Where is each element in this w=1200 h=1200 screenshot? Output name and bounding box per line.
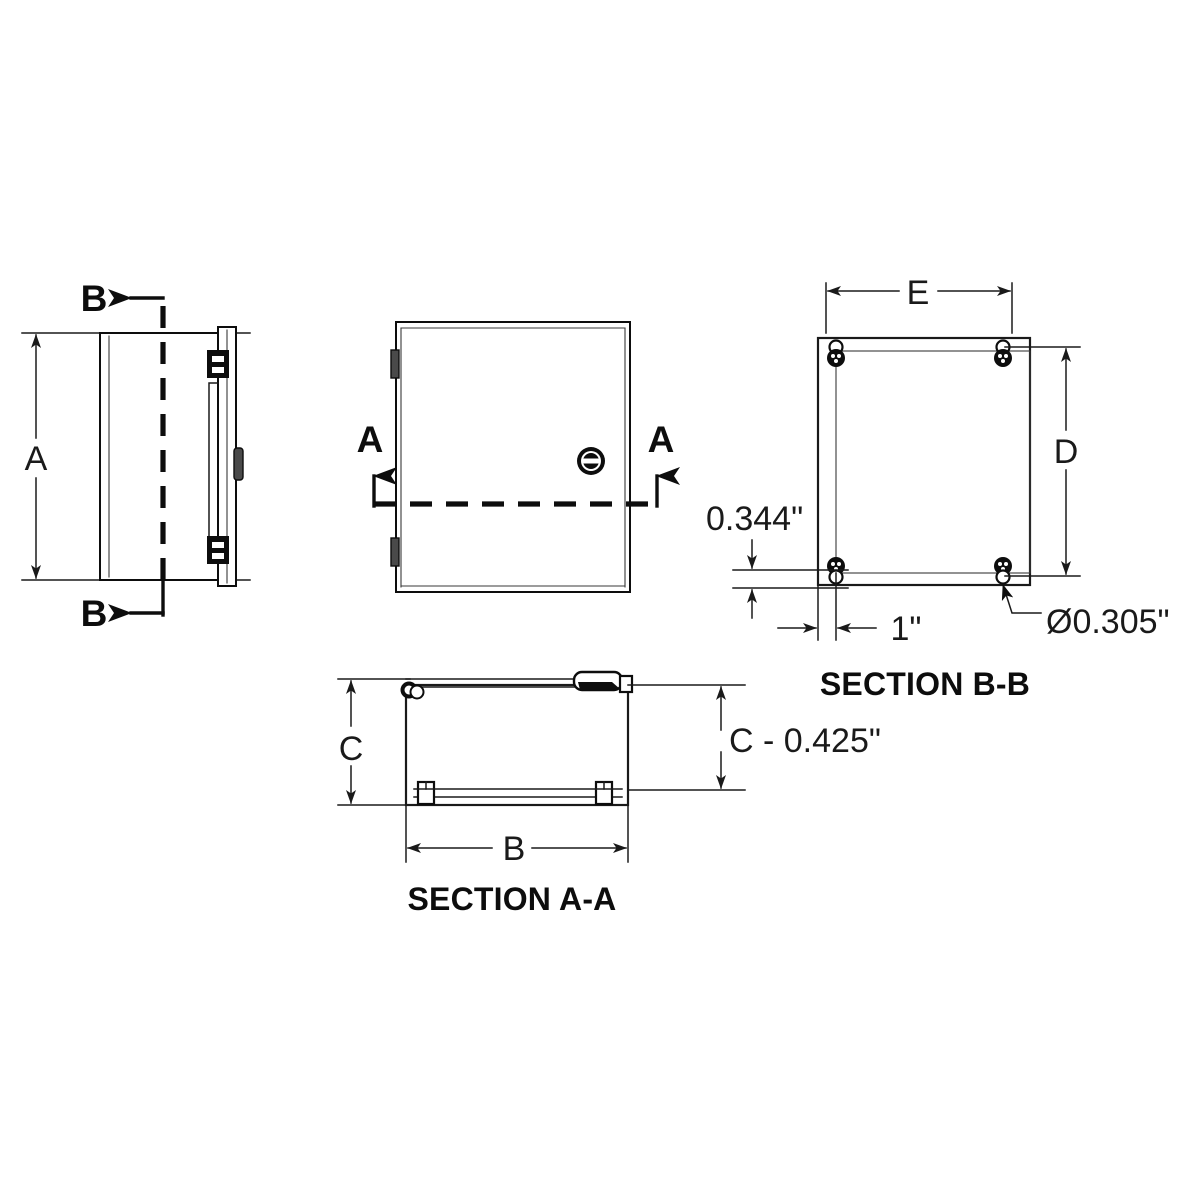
section-bb-stud-bottom-right [994, 557, 1012, 585]
section-aa-standoff-left [416, 780, 436, 806]
side-view-latch-tab [233, 447, 244, 481]
dim-d: D [1004, 346, 1081, 577]
side-view-hinge-lower [207, 536, 229, 564]
dim-label-0344: 0.344" [706, 500, 803, 538]
dim-label-c: C [339, 730, 364, 768]
front-view-hinge-lower [390, 537, 400, 567]
section-marker-a: A A [357, 419, 680, 508]
dim-label-1in: 1" [891, 610, 922, 648]
dim-c-minus: C - 0.425" [627, 684, 881, 791]
dim-label-c-minus: C - 0.425" [729, 722, 881, 760]
front-view: A A [357, 321, 680, 593]
section-aa-hinge [400, 681, 425, 700]
section-bb-mounting-panel [835, 350, 1031, 574]
section-marker-b-bottom-label: B [81, 593, 108, 634]
dim-label-d: D [1054, 433, 1079, 471]
section-aa-enclosure-outline [404, 683, 630, 807]
dim-label-b: B [503, 830, 526, 868]
dim-c: C [337, 678, 411, 806]
side-view-body-outline [99, 332, 219, 581]
side-view-hinge-upper [207, 350, 229, 378]
front-view-hinge-upper [390, 349, 400, 379]
section-aa-standoff-right [594, 780, 614, 806]
dim-label-a-side: A [25, 440, 48, 478]
section-bb-stud-top-right [994, 339, 1012, 367]
section-marker-a-left-label: A [357, 419, 384, 460]
section-bb-stud-top-left [827, 339, 845, 367]
section-aa-view: C B C - 0.425" SECTION A-A [337, 670, 881, 917]
quarter-turn-latch-icon [577, 447, 605, 475]
dim-b: B [405, 804, 629, 868]
section-bb-view: E D 0.344" 1" Ø0.305" [706, 274, 1170, 702]
dim-label-e: E [907, 274, 930, 312]
section-bb-caption: SECTION B-B [820, 666, 1030, 702]
dim-0344: 0.344" [706, 500, 849, 619]
dim-label-hole-diameter: Ø0.305" [1046, 603, 1170, 641]
section-aa-latch [572, 670, 634, 694]
section-marker-b-top: B [81, 278, 166, 580]
section-aa-caption: SECTION A-A [407, 881, 616, 917]
section-marker-b-bottom: B [81, 576, 165, 634]
dim-e: E [825, 274, 1013, 334]
section-bb-enclosure-outline [816, 336, 1032, 587]
section-marker-b-top-label: B [81, 278, 108, 319]
dim-hole-diameter-leader: Ø0.305" [1001, 584, 1170, 641]
side-view: A B [21, 278, 251, 634]
section-marker-a-right-label: A [648, 419, 675, 460]
dim-1in: 1" [777, 572, 922, 648]
